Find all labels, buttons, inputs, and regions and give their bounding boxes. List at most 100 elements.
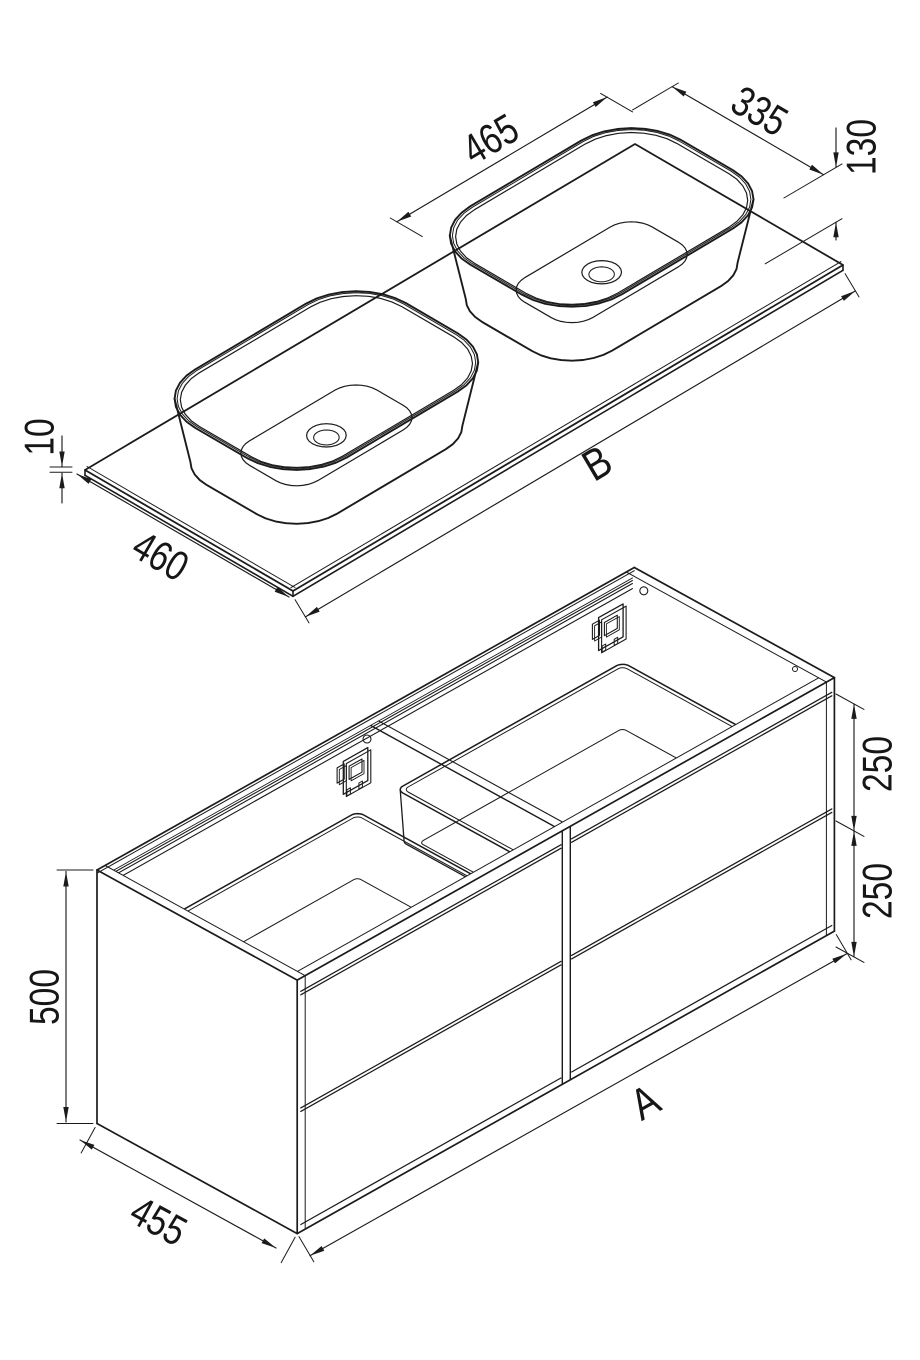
- drawer-box-rim: [134, 812, 511, 972]
- extension-line: [80, 1127, 96, 1154]
- arrowhead: [63, 871, 69, 887]
- slab-bottom-edge: [84, 474, 294, 598]
- bracket-slot: [350, 759, 365, 782]
- extension-line: [835, 946, 865, 963]
- drawer-gap-line: [570, 695, 833, 843]
- drawer-gap-line: [570, 808, 833, 957]
- wall-bracket: [342, 746, 369, 795]
- bracket-slot: [605, 616, 620, 638]
- arrowhead: [77, 474, 92, 484]
- drawer-gap-line: [570, 811, 833, 960]
- outer-wall: [134, 896, 511, 972]
- side-panel-hole: [639, 586, 649, 596]
- bracket-tab: [346, 787, 351, 797]
- arrowhead: [841, 290, 856, 301]
- arrowhead: [274, 587, 289, 597]
- outer-wall: [173, 361, 480, 525]
- wall-bracket: [345, 749, 372, 798]
- panel-hole: [792, 666, 798, 672]
- arrowhead: [59, 451, 65, 467]
- slab-edge-detail: [86, 466, 296, 588]
- slab-bottom-edge: [292, 269, 844, 598]
- drawer-gap-line: [570, 691, 833, 840]
- drawer-gap-line: [300, 960, 562, 1109]
- arrowhead: [851, 703, 857, 719]
- hanging-rail-line: [113, 582, 633, 878]
- dim-basin-width-label: 335: [723, 78, 795, 146]
- divider-top-sliver: [561, 825, 571, 832]
- arrowhead: [309, 1246, 325, 1256]
- drawer-gap-line: [570, 924, 833, 1073]
- back-top-edge-2: [96, 570, 635, 874]
- hanging-rail-line: [113, 577, 633, 872]
- outer-wall: [448, 198, 755, 362]
- bracket-slot: [603, 614, 618, 637]
- cabinet-width-letter: A: [622, 1074, 669, 1130]
- extension-line: [835, 934, 852, 961]
- dim-upper-drawer-height-label: 250: [855, 736, 901, 792]
- slab-edge-detail: [290, 261, 842, 589]
- front-top-lip: [297, 677, 820, 972]
- drawer-gap-line: [300, 847, 562, 996]
- basin-rim-edge: [451, 129, 752, 306]
- extension-line: [764, 218, 843, 265]
- arrowhead: [851, 815, 857, 831]
- arrowhead: [833, 222, 839, 238]
- basin-rim-edge: [176, 292, 477, 469]
- bracket-clip: [594, 621, 603, 642]
- extension-line: [844, 273, 860, 298]
- arrowhead: [261, 1238, 276, 1248]
- back-top-edge: [96, 566, 636, 871]
- basin-rim-inner: [179, 295, 474, 469]
- drawer-box-rim: [399, 663, 776, 875]
- dimension-line: [309, 953, 848, 1257]
- basin-bowl-bottom: [515, 221, 688, 324]
- extension-line: [632, 82, 679, 111]
- dimension-line: [304, 290, 856, 618]
- basin-rim-inner: [455, 131, 749, 305]
- extension-line: [389, 217, 423, 238]
- right-top-edge: [633, 566, 836, 679]
- right-top-edge-inner: [625, 571, 827, 683]
- dim-cabinet-height-label: 500: [22, 969, 68, 1025]
- arrowhead: [592, 97, 608, 107]
- bracket-tab: [613, 636, 619, 646]
- drawer-box-rim-inner: [140, 816, 505, 972]
- dim-lower-drawer-height-label: 250: [855, 863, 901, 919]
- divider-top-edge-2: [377, 720, 563, 823]
- dim-countertop-thickness-label: 10: [17, 418, 63, 455]
- dimension-line: [79, 1139, 277, 1249]
- cabinet-interior: [113, 577, 776, 972]
- drawer-gap-line: [300, 1077, 562, 1226]
- drain-outer: [581, 260, 623, 285]
- drawer-gap-line: [300, 964, 562, 1113]
- bracket-clip: [336, 763, 345, 784]
- arrowhead: [396, 211, 412, 222]
- arrowhead: [832, 953, 847, 964]
- side-bottom-edge: [96, 1122, 299, 1235]
- hanging-rail-line: [113, 579, 633, 875]
- dim-basin-height-label: 130: [839, 119, 885, 175]
- drawer-gap-line: [300, 844, 562, 992]
- dim-cabinet-depth-label: 455: [122, 1188, 193, 1256]
- divider-hole: [362, 734, 372, 744]
- hanging-rail-line: [113, 588, 633, 883]
- bracket-tab: [358, 780, 363, 790]
- basin-rim-outer: [448, 127, 755, 308]
- side-top-edge-inner: [104, 865, 306, 977]
- extension-line: [280, 1236, 296, 1264]
- extension-line: [835, 693, 865, 710]
- basin-rim-outer: [173, 290, 480, 471]
- extension-line: [783, 163, 843, 199]
- extension-line: [835, 820, 865, 837]
- extension-line: [600, 92, 634, 113]
- front-bottom-edge: [296, 930, 836, 1235]
- dim-basin-length-label: 465: [455, 106, 527, 174]
- drawer-box-bottom: [421, 729, 755, 916]
- bracket-slot: [348, 758, 363, 780]
- dimension-line: [671, 86, 825, 176]
- arrowhead: [851, 941, 857, 957]
- dimension-lines: [49, 82, 865, 1264]
